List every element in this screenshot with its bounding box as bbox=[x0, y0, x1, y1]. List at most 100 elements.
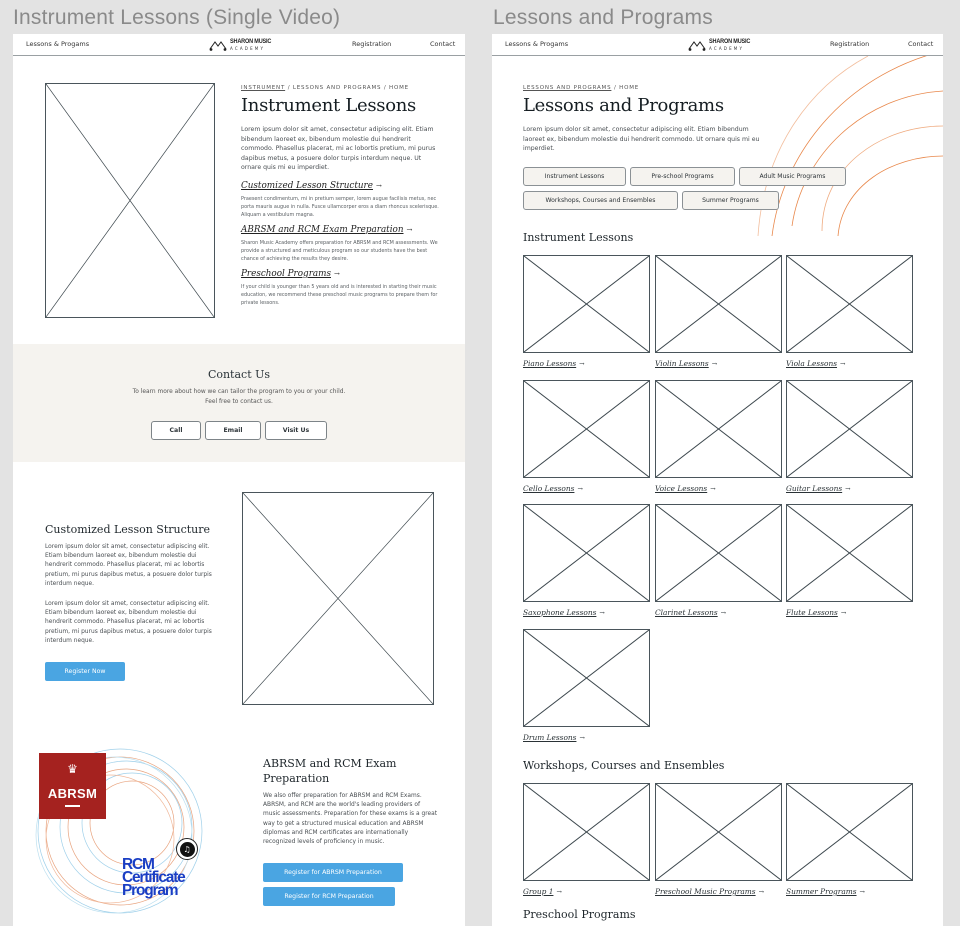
arrow-right-icon: → bbox=[840, 360, 846, 368]
piano-lessons-link[interactable]: Piano Lessons→ bbox=[523, 359, 585, 368]
link-description: If your child is younger than 5 years ol… bbox=[241, 284, 438, 306]
register-abrsm-button[interactable]: Register for ABRSM Preparation bbox=[263, 863, 403, 882]
structure-paragraph-1: Lorem ipsum dolor sit amet, consectetur … bbox=[45, 544, 212, 587]
breadcrumb-rest[interactable]: / HOME bbox=[611, 85, 640, 91]
abrsm-logo: ♛ ABRSM bbox=[39, 753, 106, 819]
image-placeholder-icon bbox=[524, 381, 649, 477]
drum-lessons-link[interactable]: Drum Lessons→ bbox=[523, 733, 585, 742]
group-1-link[interactable]: Group 1→ bbox=[523, 887, 562, 896]
link-text: Saxophone Lessons bbox=[523, 608, 597, 617]
viola-lessons-image[interactable] bbox=[786, 255, 913, 353]
link-customized-lesson-structure[interactable]: Customized Lesson Structure→ bbox=[241, 181, 382, 191]
saxophone-lessons-image[interactable] bbox=[523, 504, 650, 602]
link-text: Summer Programs bbox=[786, 887, 857, 896]
flute-lessons-image[interactable] bbox=[786, 504, 913, 602]
nav-contact-link[interactable]: Contact bbox=[430, 40, 456, 48]
link-text: Preschool Music Programs bbox=[655, 887, 756, 896]
arrow-right-icon: → bbox=[859, 888, 865, 896]
music-note-logo-icon bbox=[688, 41, 706, 51]
category-workshops-button[interactable]: Workshops, Courses and Ensembles bbox=[523, 191, 678, 210]
nav-lessons-link[interactable]: Lessons & Progams bbox=[26, 40, 90, 48]
preschool-music-programs-image[interactable] bbox=[655, 783, 782, 881]
piano-lessons-image[interactable] bbox=[523, 255, 650, 353]
breadcrumb-current[interactable]: INSTRUMENT bbox=[241, 85, 286, 91]
nav-lessons-link[interactable]: Lessons & Progams bbox=[505, 40, 569, 48]
link-description: Sharon Music Academy offers preparation … bbox=[241, 240, 438, 262]
breadcrumb: INSTRUMENT / LESSONS AND PROGRAMS / HOME bbox=[241, 85, 409, 91]
group-1-image[interactable] bbox=[523, 783, 650, 881]
preschool-music-programs-link[interactable]: Preschool Music Programs→ bbox=[655, 887, 764, 896]
arrow-right-icon: → bbox=[556, 888, 562, 896]
logo-sub-text: ACADEMY bbox=[230, 45, 266, 51]
category-preschool-button[interactable]: Pre-school Programs bbox=[630, 167, 735, 186]
image-placeholder-icon bbox=[524, 784, 649, 880]
clarinet-lessons-image[interactable] bbox=[655, 504, 782, 602]
saxophone-lessons-link[interactable]: Saxophone Lessons→ bbox=[523, 608, 605, 617]
link-text: Voice Lessons bbox=[655, 484, 708, 493]
arrow-right-icon: → bbox=[334, 270, 340, 278]
logo[interactable]: SHARON MUSIC ACADEMY bbox=[209, 38, 279, 52]
guitar-lessons-image[interactable] bbox=[786, 380, 913, 478]
register-rcm-button[interactable]: Register for RCM Preparation bbox=[263, 887, 395, 906]
voice-lessons-image[interactable] bbox=[655, 380, 782, 478]
cello-lessons-image[interactable] bbox=[523, 380, 650, 478]
call-button[interactable]: Call bbox=[151, 421, 201, 440]
nav-registration-link[interactable]: Registration bbox=[830, 40, 870, 48]
guitar-lessons-link[interactable]: Guitar Lessons→ bbox=[786, 484, 851, 493]
link-title: Customized Lesson Structure bbox=[241, 181, 373, 191]
summer-programs-image[interactable] bbox=[786, 783, 913, 881]
video-placeholder[interactable] bbox=[45, 83, 215, 318]
link-text: Cello Lessons bbox=[523, 484, 575, 493]
flute-lessons-link[interactable]: Flute Lessons→ bbox=[786, 608, 846, 617]
arrow-right-icon: → bbox=[599, 609, 605, 617]
register-now-button[interactable]: Register Now bbox=[45, 662, 125, 681]
contact-section: Contact Us To learn more about how we ca… bbox=[13, 344, 465, 462]
arrow-right-icon: → bbox=[406, 226, 413, 234]
voice-lessons-link[interactable]: Voice Lessons→ bbox=[655, 484, 716, 493]
cello-lessons-link[interactable]: Cello Lessons→ bbox=[523, 484, 583, 493]
category-adult-music-button[interactable]: Adult Music Programs bbox=[739, 167, 846, 186]
category-instrument-lessons-button[interactable]: Instrument Lessons bbox=[523, 167, 626, 186]
link-text: Violin Lessons bbox=[655, 359, 709, 368]
intro-text: Lorem ipsum dolor sit amet, consectetur … bbox=[523, 126, 760, 153]
logo-sub-text: ACADEMY bbox=[709, 45, 745, 51]
image-placeholder-icon bbox=[243, 493, 433, 704]
page-title: Lessons and Programs bbox=[523, 95, 724, 116]
image-placeholder-icon bbox=[656, 256, 781, 352]
violin-lessons-link[interactable]: Violin Lessons→ bbox=[655, 359, 717, 368]
violin-lessons-image[interactable] bbox=[655, 255, 782, 353]
summer-programs-link[interactable]: Summer Programs→ bbox=[786, 887, 865, 896]
page-title: Instrument Lessons bbox=[241, 95, 416, 116]
drum-lessons-image[interactable] bbox=[523, 629, 650, 727]
logo[interactable]: SHARON MUSIC ACADEMY bbox=[688, 38, 758, 52]
link-title: Preschool Programs bbox=[241, 269, 331, 279]
instrument-lessons-page: Lessons & Progams SHARON MUSIC ACADEMY R… bbox=[13, 34, 465, 926]
arrow-right-icon: → bbox=[579, 734, 585, 742]
link-text: Piano Lessons bbox=[523, 359, 577, 368]
link-text: Viola Lessons bbox=[786, 359, 838, 368]
link-preschool-programs[interactable]: Preschool Programs→ bbox=[241, 269, 340, 279]
link-text: Guitar Lessons bbox=[786, 484, 843, 493]
frame-title-left: Instrument Lessons (Single Video) bbox=[13, 6, 341, 29]
image-placeholder-icon bbox=[524, 256, 649, 352]
visit-us-button[interactable]: Visit Us bbox=[265, 421, 327, 440]
breadcrumb-rest[interactable]: / LESSONS AND PROGRAMS / HOME bbox=[285, 85, 409, 91]
viola-lessons-link[interactable]: Viola Lessons→ bbox=[786, 359, 845, 368]
nav-contact-link[interactable]: Contact bbox=[908, 40, 934, 48]
structure-paragraph-2: Lorem ipsum dolor sit amet, consectetur … bbox=[45, 601, 212, 644]
arrow-right-icon: → bbox=[579, 360, 585, 368]
nav-registration-link[interactable]: Registration bbox=[352, 40, 392, 48]
frame-title-right: Lessons and Programs bbox=[493, 6, 713, 29]
logo-main-text: SHARON MUSIC bbox=[709, 38, 751, 46]
link-description: Praesent condimentum, mi in pretium semp… bbox=[241, 196, 439, 218]
image-placeholder-icon bbox=[656, 784, 781, 880]
rcm-logo-line: Program bbox=[122, 882, 179, 899]
clarinet-lessons-link[interactable]: Clarinet Lessons→ bbox=[655, 608, 726, 617]
email-button[interactable]: Email bbox=[205, 421, 261, 440]
abrsm-underline bbox=[65, 805, 80, 807]
breadcrumb-current[interactable]: LESSONS AND PROGRAMS bbox=[523, 85, 612, 91]
arrow-right-icon: → bbox=[840, 609, 847, 617]
link-abrsm-rcm-exam[interactable]: ABRSM and RCM Exam Preparation→ bbox=[241, 225, 412, 235]
section-title-preschool: Preschool Programs bbox=[523, 908, 636, 921]
category-summer-button[interactable]: Summer Programs bbox=[682, 191, 779, 210]
